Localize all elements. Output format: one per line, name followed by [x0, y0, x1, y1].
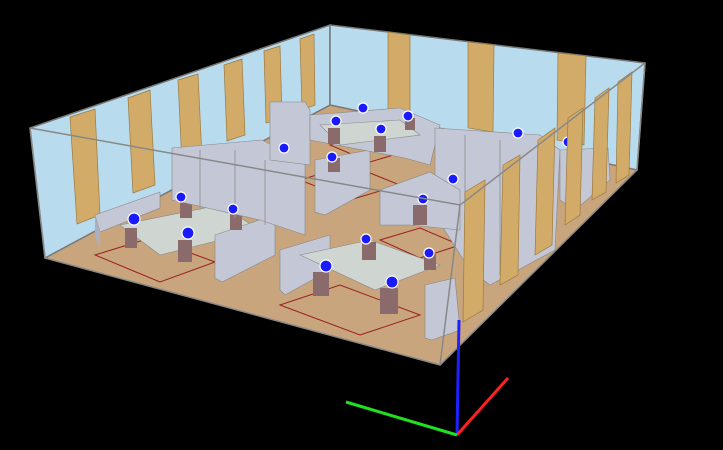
person-marker-icon — [360, 233, 372, 245]
room-outline — [29, 62, 646, 366]
axis-z — [455, 319, 461, 436]
person-marker-icon — [330, 115, 342, 127]
axis-y — [345, 400, 458, 437]
person-marker-icon — [175, 191, 187, 203]
person-marker-icon — [512, 127, 524, 139]
cubicle-cluster-front-right — [279, 234, 461, 341]
person-marker-icon — [319, 259, 333, 273]
person-marker-icon — [375, 123, 387, 135]
person-marker-icon — [227, 203, 239, 215]
person-marker-icon — [385, 275, 399, 289]
person-marker-icon — [181, 226, 195, 240]
cubicle-cluster-back — [309, 107, 441, 172]
front-wall-panels — [462, 71, 633, 323]
person-marker-icon — [278, 142, 290, 154]
person-marker-icon — [127, 212, 141, 226]
axis-x — [455, 376, 510, 437]
person-marker-icon — [326, 151, 338, 163]
person-marker-icon — [423, 247, 435, 259]
person-markers — [127, 102, 574, 289]
person-marker-icon — [447, 173, 459, 185]
person-marker-icon — [357, 102, 369, 114]
back-wall-panels — [387, 31, 587, 146]
axis-gizmo — [345, 319, 510, 437]
person-marker-icon — [402, 110, 414, 122]
